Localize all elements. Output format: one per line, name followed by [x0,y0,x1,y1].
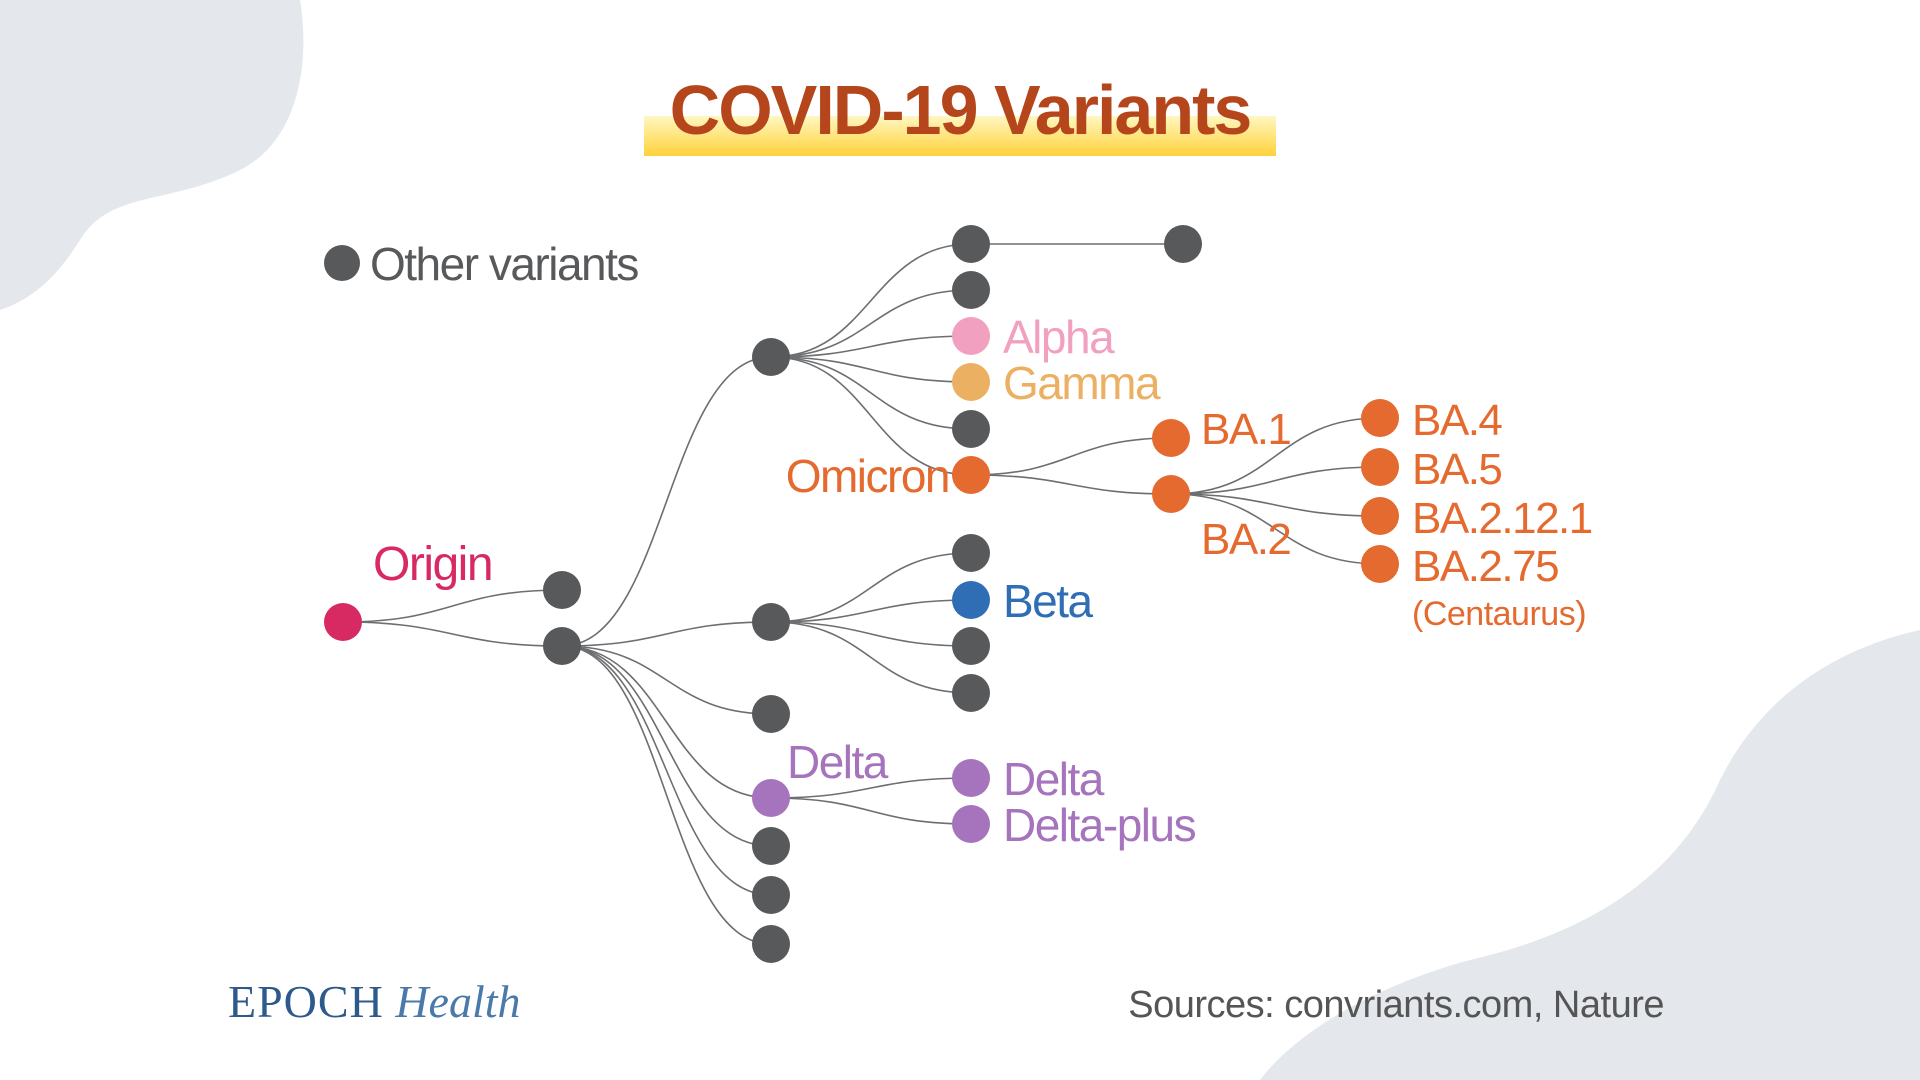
edge-delta_parent-delta_plus [770,797,972,825]
sublabel-ba275: (Centaurus) [1412,595,1586,633]
edge-n2-n9 [561,645,772,945]
label-gamma: Gamma [1003,357,1161,409]
edge-omicron-ba2 [970,474,1172,495]
node-n10 [1164,225,1202,263]
legend-marker [324,245,360,281]
node-n3 [752,338,790,376]
title-highlight [644,116,1276,156]
node-n9 [752,925,790,963]
edge-n4-n17 [770,552,972,623]
edge-n3-n11 [770,243,972,358]
label-omicron: Omicron [786,450,949,502]
tree-edges [342,243,1381,945]
edge-n3-gamma [770,356,972,383]
edge-n3-n15 [770,356,972,430]
edge-n3-alpha [770,335,972,358]
brand-part-health: Health [395,976,521,1027]
edge-n2-n8 [561,645,772,896]
node-n17 [952,534,990,572]
label-ba5: BA.5 [1412,445,1501,494]
node-delta [952,759,990,797]
edge-ba2-ba5 [1170,466,1381,495]
edge-n3-n12 [770,289,972,358]
node-n7 [752,827,790,865]
edge-origin-n1 [342,589,563,623]
node-n4 [752,603,790,641]
label-ba2: BA.2 [1201,515,1290,564]
label-ba275: BA.2.75 [1412,542,1558,591]
edge-n2-n5 [561,645,772,715]
edge-n2-delta_parent [561,645,772,799]
title-block: COVID-19 Variants [644,62,1276,156]
label-delta-parent: Delta [787,736,889,788]
edge-n4-n19 [770,621,972,647]
node-n8 [752,876,790,914]
brand-logo: EPOCH Health [228,975,521,1028]
node-ba2121 [1361,497,1399,535]
node-n19 [952,627,990,665]
node-delta-plus [952,805,990,843]
node-omicron [952,456,990,494]
edge-n4-n20 [770,621,972,694]
edge-n2-n7 [561,645,772,847]
tree-nodes [324,225,1399,963]
node-delta-parent [752,779,790,817]
node-ba2 [1152,475,1190,513]
node-n1 [543,571,581,609]
node-ba1 [1152,419,1190,457]
edge-ba2-ba2121 [1170,493,1381,517]
node-ba4 [1361,399,1399,437]
brand-part-epoch: EPOCH [228,976,384,1027]
node-origin [324,603,362,641]
legend-label: Other variants [370,238,638,290]
node-n20 [952,674,990,712]
node-n5 [752,695,790,733]
label-ba1: BA.1 [1201,405,1290,454]
edge-delta_parent-delta [770,777,972,799]
label-alpha: Alpha [1003,311,1115,363]
node-beta [952,581,990,619]
label-ba2121: BA.2.12.1 [1412,494,1592,543]
node-n15 [952,410,990,448]
edge-ba2-ba275 [1170,493,1381,565]
node-n11 [952,225,990,263]
edge-n2-n3 [561,356,772,647]
node-ba275 [1361,545,1399,583]
node-alpha [952,317,990,355]
edge-ba2-ba4 [1170,417,1381,495]
page-title: COVID-19 Variants [669,71,1253,149]
node-n12 [952,271,990,309]
label-delta: Delta [1003,753,1105,805]
node-n2 [543,627,581,665]
tree-labels: OriginDeltaAlphaGammaOmicronBetaDeltaDel… [373,311,1593,851]
legend: Other variants [324,238,640,290]
edge-omicron-ba1 [970,437,1172,476]
background-blob-bottom-right [1260,630,1920,1080]
background-blob-top-left [0,0,304,310]
label-ba4: BA.4 [1412,396,1502,445]
edge-n4-beta [770,599,972,623]
node-gamma [952,363,990,401]
label-delta-plus: Delta-plus [1003,799,1196,851]
edge-n2-n4 [561,621,772,647]
label-beta: Beta [1003,575,1094,627]
edge-n3-omicron [770,356,972,476]
node-ba5 [1361,448,1399,486]
sources-note: Sources: convriants.com, Nature [1128,984,1664,1026]
edge-origin-n2 [342,621,563,647]
label-origin: Origin [373,538,492,591]
